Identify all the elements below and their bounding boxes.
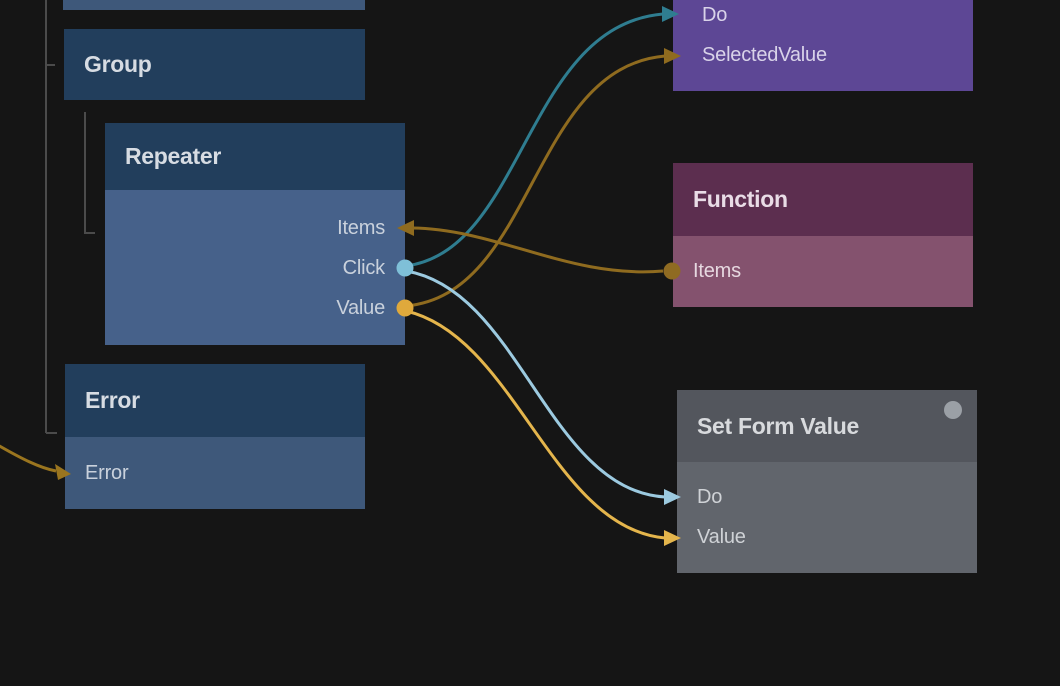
port-repeater-items[interactable]: Items — [105, 208, 405, 248]
port-sfv-do[interactable]: Do — [677, 477, 977, 517]
node-clipped-top[interactable] — [63, 0, 365, 10]
node-group[interactable]: Group — [64, 29, 365, 100]
node-error[interactable]: Error Error — [65, 364, 365, 509]
port-sfv-value[interactable]: Value — [677, 517, 977, 557]
node-repeater-header[interactable]: Repeater — [105, 123, 405, 190]
port-label-sfv-do: Do — [697, 485, 723, 508]
wire-function-items-to-repeater-items[interactable] — [411, 226, 664, 274]
node-set-form-value-body: Do Value — [677, 462, 977, 573]
node-set-form-value[interactable]: Set Form Value Do Value — [677, 390, 977, 573]
wire-click-to-sfv-do[interactable] — [405, 269, 666, 499]
port-error-error[interactable]: Error — [65, 453, 365, 493]
port-label-value: Value — [336, 296, 385, 319]
node-repeater[interactable]: Repeater Items Click Value — [105, 123, 405, 345]
port-label-sfv-value: Value — [697, 525, 746, 548]
node-set-form-value-title: Set Form Value — [697, 412, 859, 439]
node-repeater-body: Items Click Value — [105, 190, 405, 345]
port-label-selectedvalue: SelectedValue — [702, 43, 827, 66]
node-error-body: Error — [65, 437, 365, 509]
node-function-title: Function — [693, 186, 788, 212]
port-label-error: Error — [85, 461, 129, 484]
wire-click-to-do[interactable] — [405, 12, 664, 268]
port-purple-selectedvalue[interactable]: SelectedValue — [673, 35, 973, 75]
port-purple-do[interactable]: Do — [673, 0, 973, 35]
port-function-items[interactable]: Items — [673, 251, 973, 291]
node-set-form-value-header[interactable]: Set Form Value — [677, 390, 977, 462]
node-purple-clipped[interactable]: Do SelectedValue — [673, 0, 973, 91]
port-label-function-items: Items — [693, 259, 741, 282]
node-function-header[interactable]: Function — [673, 163, 973, 236]
node-error-header[interactable]: Error — [65, 364, 365, 437]
node-error-title: Error — [85, 387, 140, 413]
wire-offscreen-to-error[interactable] — [0, 444, 57, 473]
port-repeater-value[interactable]: Value — [105, 288, 405, 328]
port-label-do: Do — [702, 3, 728, 26]
node-repeater-title: Repeater — [125, 143, 222, 169]
wire-value-to-sfv-value[interactable] — [405, 309, 666, 540]
port-label-items: Items — [337, 216, 385, 239]
wire-value-to-selectedvalue[interactable] — [405, 54, 666, 308]
node-function-body: Items — [673, 236, 973, 307]
status-dot — [944, 401, 962, 419]
port-repeater-click[interactable]: Click — [105, 248, 405, 288]
node-group-title: Group — [84, 51, 152, 77]
port-label-click: Click — [342, 256, 386, 279]
node-function[interactable]: Function Items — [673, 163, 973, 307]
